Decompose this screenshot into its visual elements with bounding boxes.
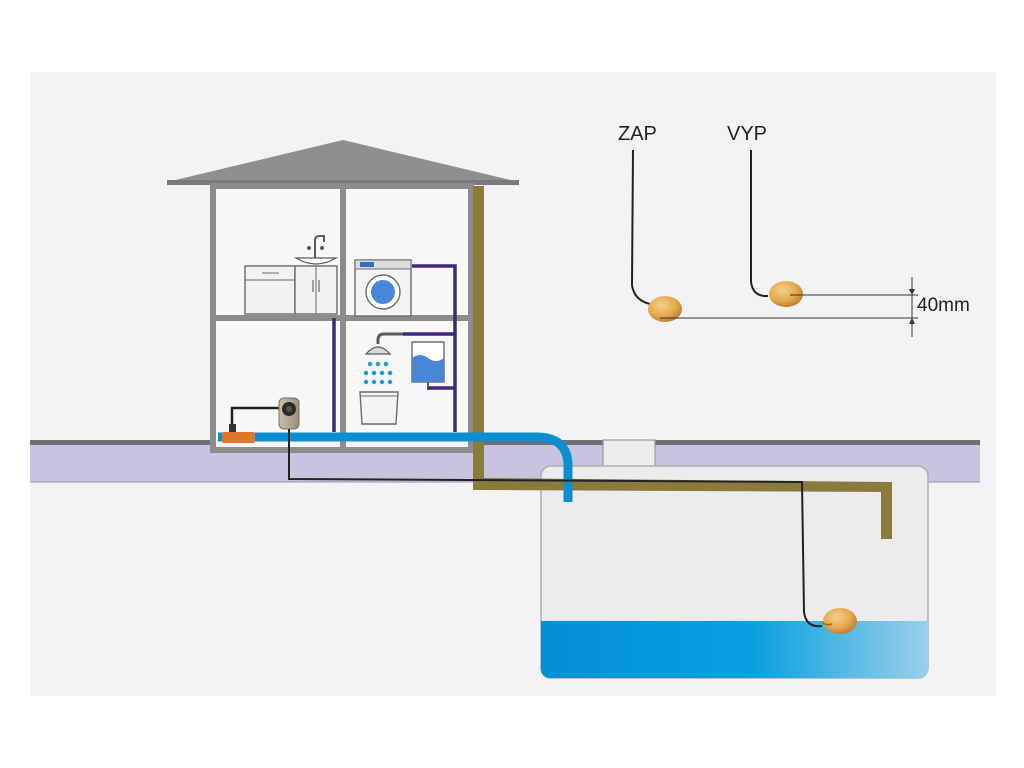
house-icon [167, 140, 519, 453]
zap-label: ZAP [618, 123, 657, 145]
washing-machine-icon [354, 259, 412, 317]
tank-icon [540, 439, 929, 679]
supply-pipe [218, 432, 573, 502]
vyp-label: VYP [727, 123, 768, 145]
tank-water [541, 621, 928, 678]
float-switch-icon [821, 608, 857, 634]
bathtub-icon [359, 391, 399, 425]
water-heater-icon [411, 341, 445, 390]
distance-label: 40mm [917, 295, 970, 316]
kitchen-cabinet-icon [244, 265, 338, 315]
pump-icon [230, 397, 300, 430]
float-switch-inset [630, 149, 918, 337]
vyp-float [769, 281, 803, 307]
internal-pipes [332, 264, 457, 432]
zap-cable [630, 149, 651, 305]
dimension-lines [660, 277, 918, 337]
vyp-cable [750, 150, 769, 298]
roof [167, 140, 519, 182]
sink-icon [293, 235, 339, 265]
shower-water-drops [363, 361, 393, 385]
float-cable [288, 429, 823, 628]
shower-icon [363, 332, 403, 385]
zap-float [648, 296, 682, 322]
filter-icon [222, 424, 255, 443]
